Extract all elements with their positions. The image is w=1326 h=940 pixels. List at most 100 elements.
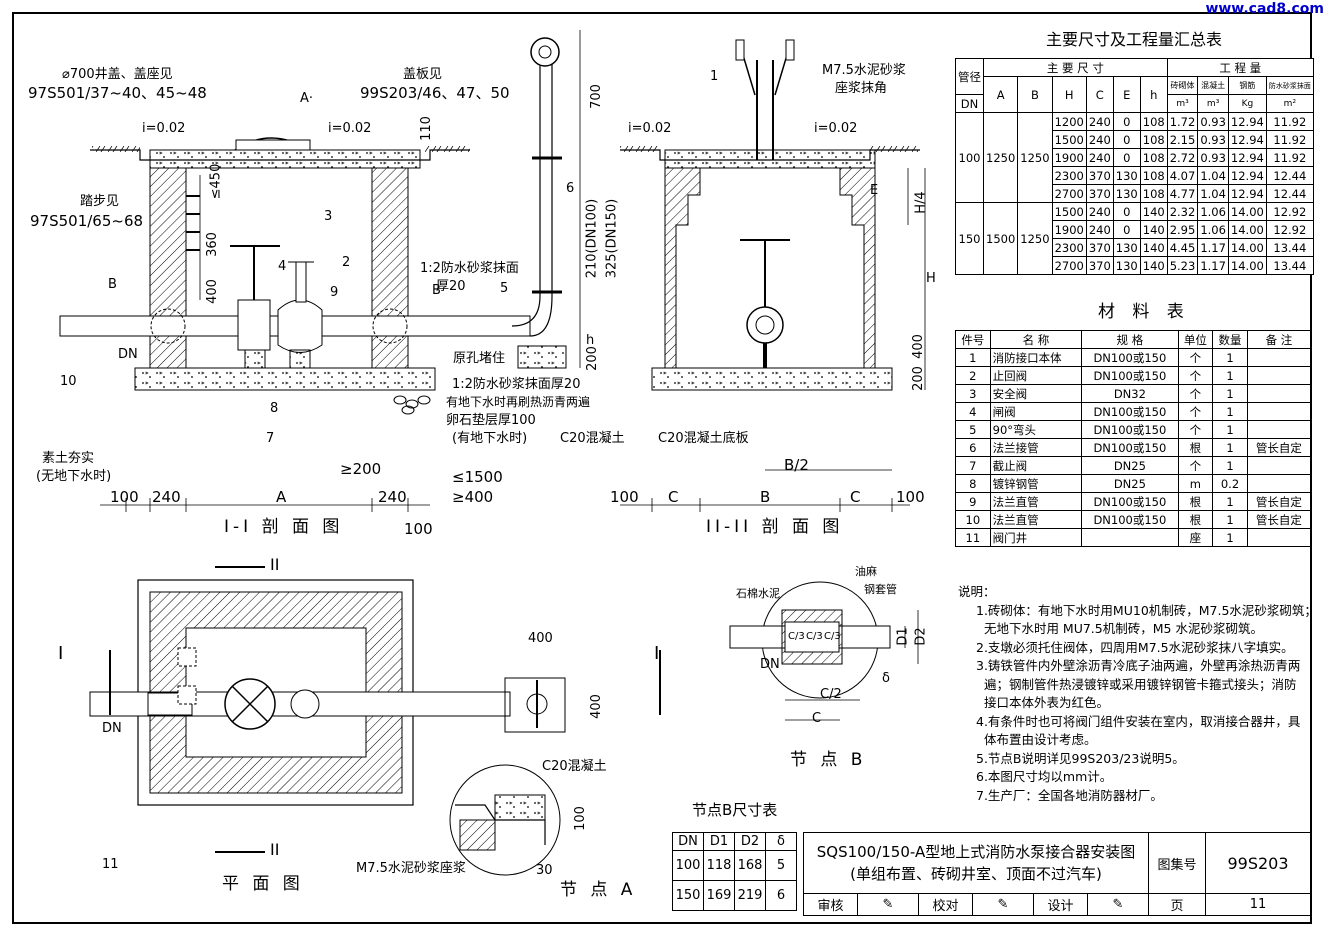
- label-waterproof-2: 1:2防水砂浆抹面厚20: [452, 377, 581, 392]
- signature-mark-2: ✎: [997, 897, 1009, 912]
- summary-cell: 370: [1085, 238, 1114, 257]
- materials-cell: DN25: [1081, 474, 1179, 493]
- mark-1: 1: [710, 69, 719, 84]
- note-line: 1.砖砌体：有地下水时用MU10机制砖，M7.5水泥砂浆砌筑；: [976, 602, 1317, 618]
- summary-unit-4: m²: [1265, 94, 1314, 113]
- node-a-dim-30: 30: [536, 863, 553, 878]
- label-waterproof: 1:2防水砂浆抹面: [420, 261, 519, 276]
- node-b-dn: DN: [760, 657, 780, 672]
- dim-360: 360: [204, 232, 220, 257]
- materials-cell: DN32: [1081, 384, 1179, 403]
- dim-200-b: 200: [910, 366, 926, 391]
- label-cover-plate: 盖板见: [403, 67, 443, 82]
- summary-cell: 108: [1139, 148, 1168, 167]
- label-plug: 原孔堵住: [453, 351, 506, 366]
- summary-col-h: H: [1051, 76, 1087, 113]
- node-a-dim-100: 100: [572, 806, 588, 831]
- materials-title: 材 料 表: [1098, 302, 1190, 322]
- plan-dim-400-v: 400: [588, 694, 604, 719]
- materials-cell: 管长自定: [1246, 510, 1312, 529]
- note-line: 3.铸铁管件内外壁涂沥青冷底子油两遍，外壁再涂热沥青两: [976, 658, 1301, 673]
- summary-col-concrete: 混凝土: [1197, 76, 1229, 95]
- materials-header-cell: 备 注: [1246, 330, 1312, 349]
- materials-cell: DN100或150: [1081, 492, 1179, 511]
- nodeb-cell: 168: [734, 850, 766, 881]
- summary-col-b: B: [1017, 76, 1053, 113]
- node-b-c3-2: C/3: [806, 631, 823, 642]
- plan-mark-11: 11: [102, 857, 119, 872]
- design-label: 设计: [1032, 893, 1089, 916]
- summary-col-a: A: [982, 76, 1019, 113]
- summary-cell: 130: [1112, 256, 1141, 275]
- summary-cell: 1500: [982, 202, 1019, 275]
- materials-cell: 8: [955, 474, 991, 493]
- materials-cell: 个: [1177, 384, 1214, 403]
- materials-cell: [1246, 420, 1312, 439]
- materials-cell: 止回阀: [989, 366, 1083, 385]
- materials-header-cell: 数量: [1212, 330, 1248, 349]
- summary-cell: 2700: [1051, 184, 1087, 203]
- mark-b-left: B: [108, 277, 117, 292]
- summary-cell: 150: [955, 202, 984, 275]
- drawing-subtitle: (单组布置、砖砌井室、顶面不过汽车): [850, 865, 1102, 883]
- summary-cell: 4.77: [1166, 184, 1199, 203]
- summary-cell: 12.94: [1227, 148, 1267, 167]
- check-signature: ✎: [971, 893, 1034, 916]
- summary-cell: 1250: [982, 112, 1019, 203]
- summary-cell: 14.00: [1227, 238, 1267, 257]
- mark-7: 7: [266, 431, 275, 446]
- summary-col-mortar: 防水砂浆抹面: [1265, 76, 1314, 95]
- materials-header-cell: 规 格: [1081, 330, 1179, 349]
- materials-cell: 0.2: [1212, 474, 1248, 493]
- note-line: 2.支墩必须托住阀体，四周用M7.5水泥砂浆抹八字填实。: [976, 639, 1294, 655]
- summary-cell: 14.00: [1227, 202, 1267, 221]
- nodeb-cell: 169: [703, 880, 735, 911]
- dim-ge-400: ≥400: [452, 488, 494, 506]
- label-slope-4: i=0.02: [814, 121, 858, 136]
- dim-325: 325(DN150): [604, 198, 620, 279]
- materials-cell: 闸阀: [989, 402, 1083, 421]
- label-mortar: M7.5水泥砂浆: [822, 63, 906, 78]
- node-b-c3-3: C/3: [824, 631, 841, 642]
- materials-cell: 根: [1177, 492, 1214, 511]
- label-slope-1: i=0.02: [142, 121, 186, 136]
- nodeb-cell: 219: [734, 880, 766, 911]
- summary-cell: 1.17: [1197, 256, 1229, 275]
- label-base-slab: C20混凝土底板: [658, 431, 749, 446]
- node-a-drawing: [449, 764, 561, 876]
- materials-cell: 1: [1212, 492, 1248, 511]
- dim-700: 700: [588, 84, 604, 109]
- materials-cell: 1: [1212, 384, 1248, 403]
- label-steps-ref: 97S501/65~68: [30, 212, 144, 230]
- summary-cell: 12.92: [1265, 220, 1314, 239]
- notes-block: 说明： 1.砖砌体：有地下水时用MU10机制砖，M7.5水泥砂浆砌筑； 无地下水…: [958, 583, 1317, 805]
- nodeb-header-cell: DN: [672, 832, 704, 851]
- node-b-asbestos: 石棉水泥: [736, 587, 780, 600]
- mark-6: 6: [566, 181, 575, 196]
- label-slope-3: i=0.02: [628, 121, 672, 136]
- summary-cell: 2.32: [1166, 202, 1199, 221]
- summary-col-hh: h: [1139, 76, 1168, 113]
- sheet-border: [12, 12, 1312, 924]
- node-a-mortar: M7.5水泥砂浆座浆: [356, 861, 466, 876]
- label-gravel: 卵石垫层厚100: [446, 413, 536, 428]
- summary-cell: 1250: [1017, 202, 1053, 275]
- materials-cell: [1246, 384, 1312, 403]
- materials-cell: 90°弯头: [989, 420, 1083, 439]
- materials-cell: 6: [955, 438, 991, 457]
- dim-le-1500: ≤1500: [452, 468, 503, 486]
- node-b-sleeve: 钢套管: [864, 583, 897, 596]
- materials-cell: 7: [955, 456, 991, 475]
- materials-cell: 法兰直管: [989, 492, 1083, 511]
- label-concrete-c20: C20混凝土: [560, 431, 625, 446]
- summary-cell: 1500: [1051, 130, 1087, 149]
- node-b-hemp: 油麻: [855, 565, 877, 578]
- check-label: 校对: [917, 893, 973, 916]
